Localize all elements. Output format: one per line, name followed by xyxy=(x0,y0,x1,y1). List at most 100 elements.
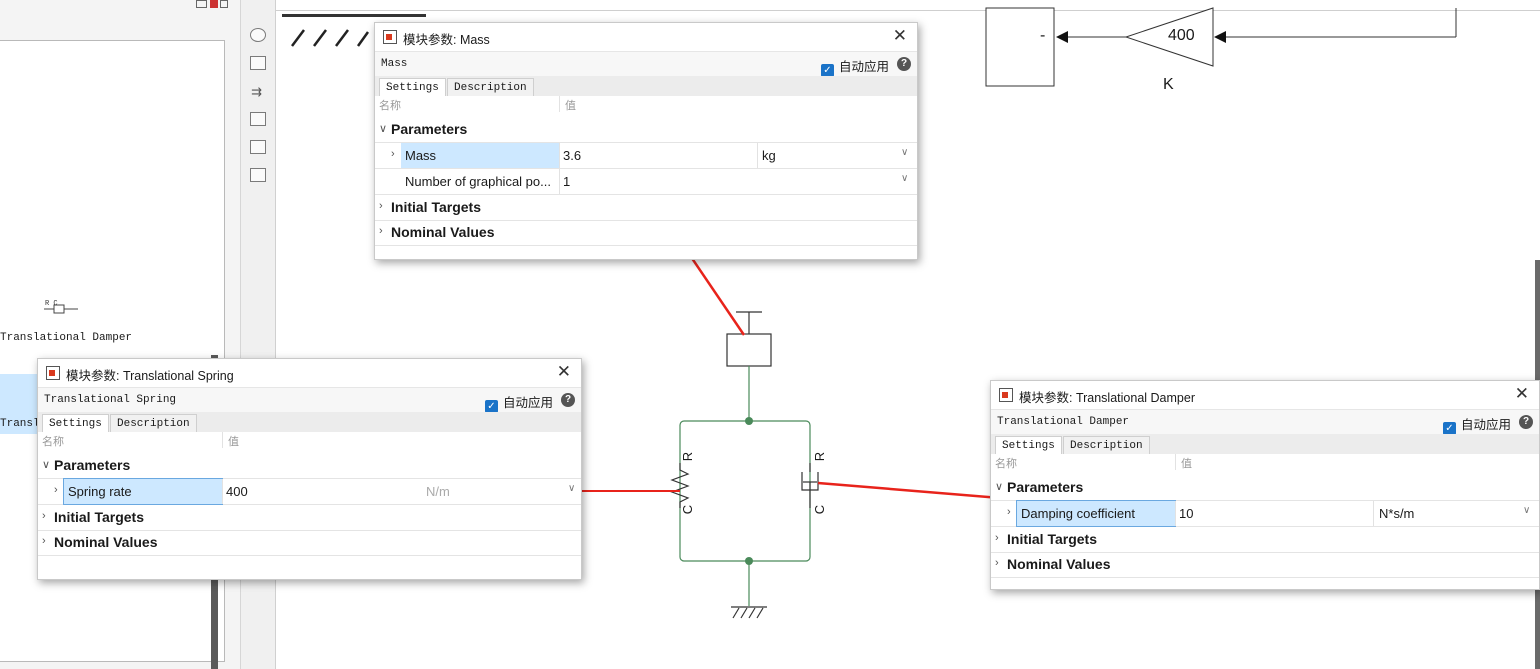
chevron-right-icon[interactable]: › xyxy=(379,200,383,212)
initial-targets-label: Initial Targets xyxy=(54,509,144,525)
library-selection-highlight xyxy=(0,374,38,434)
grid-header: 名称 值 xyxy=(991,454,1539,470)
chevron-down-icon[interactable]: ∨ xyxy=(901,147,909,158)
checkbox-checked-icon[interactable]: ✓ xyxy=(1442,422,1456,435)
library-view-icons[interactable] xyxy=(194,0,234,10)
gain-block-name[interactable]: K xyxy=(1163,76,1174,93)
param-value-input[interactable]: 3.6 xyxy=(563,148,582,163)
route-lines-icon[interactable]: ⇉ xyxy=(251,84,262,99)
initial-targets-group[interactable]: › Initial Targets xyxy=(375,195,917,221)
param-row-damping-coefficient[interactable]: › Damping coefficient 10 N*s/m ∨ xyxy=(991,500,1539,527)
tab-description[interactable]: Description xyxy=(447,78,534,97)
chevron-right-icon[interactable]: › xyxy=(42,510,46,522)
tab-settings[interactable]: Settings xyxy=(379,78,446,97)
help-icon[interactable]: ? xyxy=(897,57,911,71)
chevron-right-icon[interactable]: › xyxy=(995,557,999,569)
grid-header: 名称 值 xyxy=(375,96,917,112)
arrowhead-gain xyxy=(1214,31,1226,43)
tab-description[interactable]: Description xyxy=(110,414,197,433)
annotation-icon[interactable] xyxy=(250,112,266,126)
block-name: Mass xyxy=(381,58,408,70)
parameters-group[interactable]: ∨ Parameters xyxy=(375,117,917,143)
chevron-down-icon[interactable]: ∨ xyxy=(568,483,576,494)
nominal-values-group[interactable]: › Nominal Values xyxy=(375,220,917,246)
initial-targets-group[interactable]: › Initial Targets xyxy=(38,505,581,531)
dialog-tabs: Settings Description xyxy=(991,434,1539,455)
param-name: Spring rate xyxy=(68,484,132,499)
gain-value[interactable]: 400 xyxy=(1168,27,1195,44)
close-icon[interactable]: ✕ xyxy=(1514,384,1529,403)
area-icon[interactable] xyxy=(250,168,266,182)
param-value-select[interactable]: 1 xyxy=(563,174,571,189)
param-row-mass[interactable]: › Mass 3.6 kg ∨ xyxy=(375,143,917,169)
dialog-titlebar[interactable]: 模块参数: Mass ✕ xyxy=(375,23,917,51)
damper-port-c: C xyxy=(812,504,828,515)
chevron-right-icon[interactable]: › xyxy=(54,484,58,496)
checkbox-checked-icon[interactable]: ✓ xyxy=(820,64,834,77)
fit-view-icon[interactable] xyxy=(250,56,266,70)
tab-settings[interactable]: Settings xyxy=(42,414,109,433)
param-unit-select[interactable]: kg xyxy=(762,148,776,163)
library-damper-label[interactable]: Translational Damper xyxy=(0,332,133,344)
damper-port-r: R xyxy=(812,451,828,462)
auto-apply-checkbox[interactable]: ✓ 自动应用 xyxy=(1442,414,1511,435)
help-icon[interactable]: ? xyxy=(1519,415,1533,429)
col-value-header: 值 xyxy=(1181,458,1192,470)
model-tab-bar[interactable] xyxy=(276,0,1540,11)
nominal-values-label: Nominal Values xyxy=(1007,556,1111,572)
parameters-group[interactable]: ∨ Parameters xyxy=(38,453,581,479)
chevron-right-icon[interactable]: › xyxy=(42,535,46,547)
chevron-right-icon[interactable]: › xyxy=(379,225,383,237)
nominal-values-group[interactable]: › Nominal Values xyxy=(991,552,1539,578)
dialog-header-bar: Translational Spring ✓自动应用 ? xyxy=(38,387,581,413)
auto-apply-checkbox[interactable]: ✓ 自动应用 xyxy=(484,392,553,413)
auto-apply-label: 自动应用 xyxy=(502,396,553,410)
spring-parameters-dialog: 模块参数: Translational Spring ✕ Translation… xyxy=(37,358,582,580)
tab-description[interactable]: Description xyxy=(1063,436,1150,455)
dialog-titlebar[interactable]: 模块参数: Translational Damper ✕ xyxy=(991,381,1539,409)
chevron-right-icon[interactable]: › xyxy=(995,532,999,544)
dialog-titlebar[interactable]: 模块参数: Translational Spring ✕ xyxy=(38,359,581,387)
damper-block-icon[interactable] xyxy=(42,301,82,315)
dialog-title: 模块参数: Translational Damper xyxy=(1019,391,1195,405)
param-row-spring-rate[interactable]: › Spring rate 400 N/m ∨ xyxy=(38,478,581,505)
checkbox-checked-icon[interactable]: ✓ xyxy=(484,400,498,413)
close-icon[interactable]: ✕ xyxy=(556,362,571,381)
dialog-header-bar: Translational Damper ✓ 自动应用 ? xyxy=(991,409,1539,435)
chevron-down-icon[interactable]: ∨ xyxy=(901,173,909,184)
zoom-in-icon[interactable] xyxy=(250,28,266,42)
chevron-down-icon[interactable]: ∨ xyxy=(1523,505,1531,516)
dialog-title: 模块参数: Translational Spring xyxy=(66,369,234,383)
block-parameters-icon xyxy=(999,388,1013,402)
block-name: Translational Damper xyxy=(997,416,1130,428)
param-unit-select[interactable]: N/m xyxy=(426,484,450,499)
spring-port-r: R xyxy=(680,451,696,462)
parameters-group-label: Parameters xyxy=(54,457,131,473)
close-icon[interactable]: ✕ xyxy=(892,26,907,45)
parameters-group[interactable]: ∨ Parameters xyxy=(991,475,1539,501)
param-unit-select[interactable]: N*s/m xyxy=(1379,506,1415,521)
tab-settings[interactable]: Settings xyxy=(995,436,1062,455)
col-name-header: 名称 xyxy=(995,458,1017,470)
chevron-down-icon[interactable]: ∨ xyxy=(995,481,1004,493)
chevron-right-icon[interactable]: › xyxy=(1007,506,1011,518)
nominal-values-group[interactable]: › Nominal Values xyxy=(38,530,581,556)
auto-apply-label: 自动应用 xyxy=(1460,418,1511,432)
block-parameters-icon xyxy=(383,30,397,44)
chevron-down-icon[interactable]: ∨ xyxy=(379,123,388,135)
help-icon[interactable]: ? xyxy=(561,393,575,407)
block-parameters-icon xyxy=(46,366,60,380)
param-value-input[interactable]: 400 xyxy=(226,484,248,499)
chevron-right-icon[interactable]: › xyxy=(391,148,395,160)
param-row-graphical-points[interactable]: Number of graphical po... 1 ∨ xyxy=(375,169,917,195)
library-spring-label-cut[interactable]: Transl xyxy=(0,418,40,430)
chevron-down-icon[interactable]: ∨ xyxy=(42,459,51,471)
col-name-header: 名称 xyxy=(379,100,401,112)
sum-block xyxy=(985,7,1055,87)
image-icon[interactable] xyxy=(250,140,266,154)
auto-apply-checkbox[interactable]: ✓自动应用 xyxy=(820,56,889,77)
initial-targets-group[interactable]: › Initial Targets xyxy=(991,527,1539,553)
gain-block xyxy=(1124,7,1214,67)
param-value-input[interactable]: 10 xyxy=(1179,506,1194,521)
mechanical-reference-hatch-top xyxy=(291,29,370,47)
